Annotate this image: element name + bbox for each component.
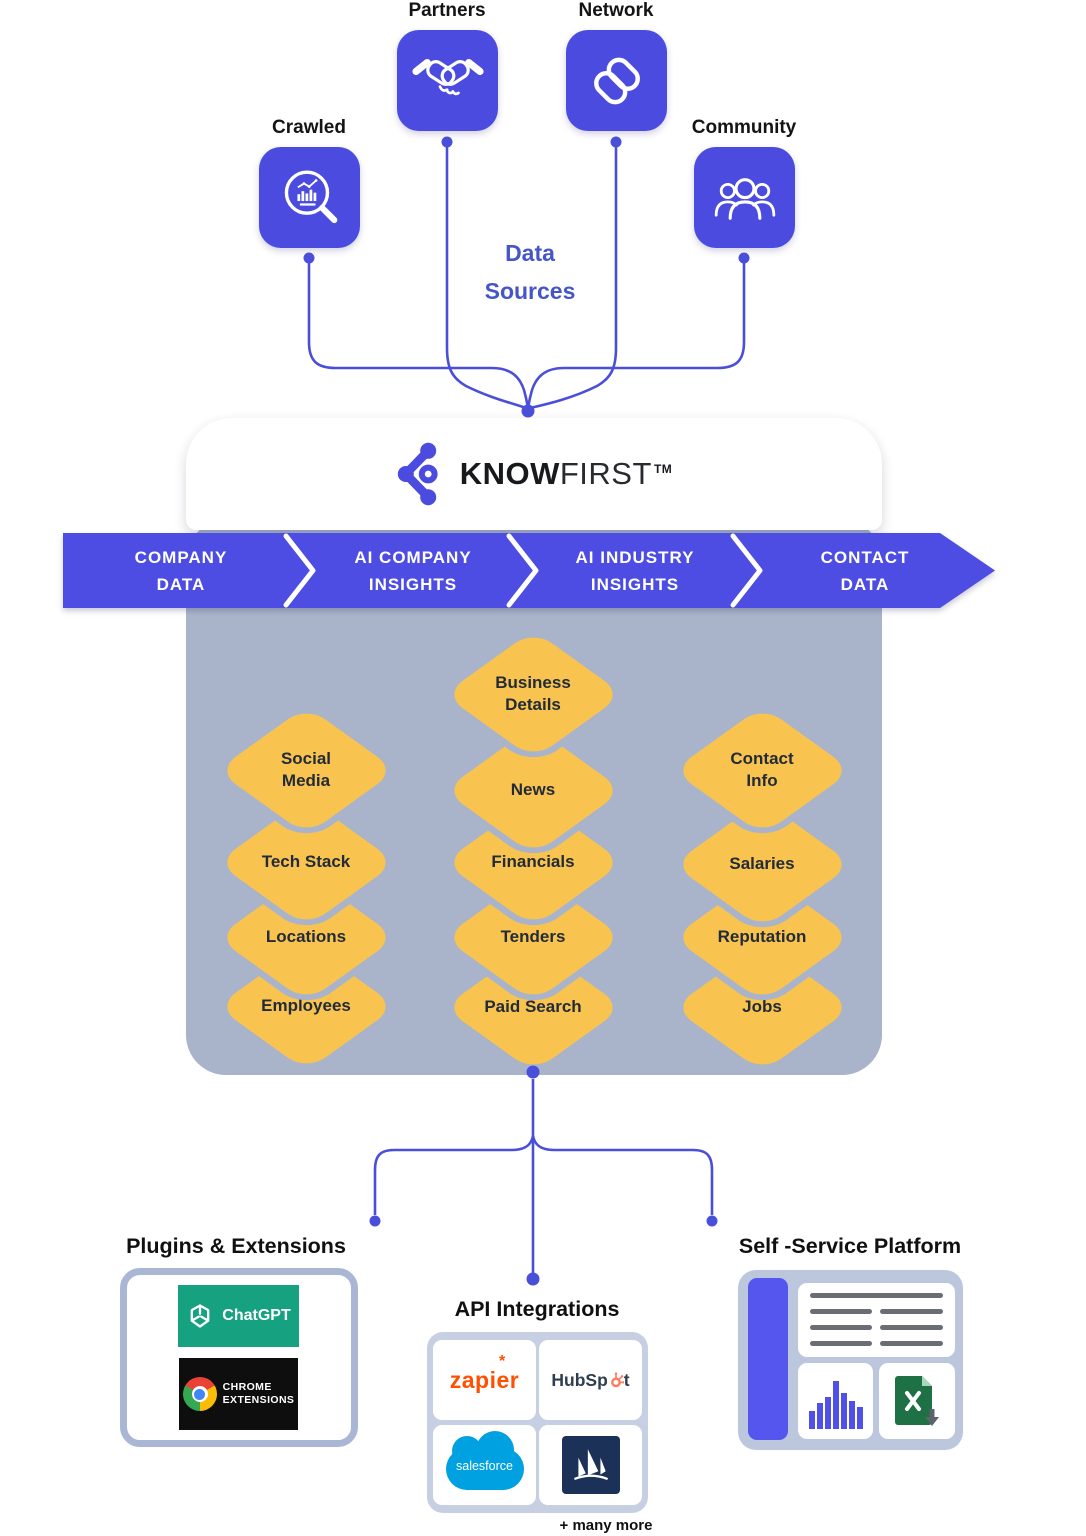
self-service-title: Self -Service Platform <box>738 1234 962 1258</box>
chart-bar <box>856 1407 863 1429</box>
diamond-label: Salaries <box>729 854 795 873</box>
text-line <box>810 1293 943 1298</box>
data-category-diamond: Locations <box>216 872 396 1002</box>
diamond-label: Paid Search <box>484 997 582 1016</box>
diamond-label: Reputation <box>717 927 807 946</box>
chart-bar <box>808 1411 815 1429</box>
chain-link-icon <box>593 57 640 104</box>
salesforce-cloud-icon: salesforce <box>445 1431 524 1490</box>
dashboard-sidebar-bar <box>748 1278 788 1440</box>
text-line <box>880 1325 943 1330</box>
chatgpt-logo: ChatGPT <box>178 1285 299 1347</box>
chart-bar <box>824 1397 831 1429</box>
text-line <box>810 1325 872 1330</box>
data-sources-heading: Data Sources <box>484 240 576 304</box>
api-title: API Integrations <box>454 1297 620 1321</box>
source-tile-partners <box>397 30 498 131</box>
pipeline-banner-shape <box>63 533 995 608</box>
brand-word-bold: KNOW <box>459 456 560 491</box>
chart-bar <box>848 1401 855 1429</box>
chrome-extensions-logo: CHROME EXTENSIONS <box>179 1358 298 1430</box>
text-line <box>810 1309 872 1314</box>
text-line <box>880 1341 943 1346</box>
chatgpt-label: ChatGPT <box>222 1307 291 1324</box>
hubspot-logo-post: t <box>623 1369 630 1390</box>
plugins-title: Plugins & Extensions <box>126 1234 346 1258</box>
text-line <box>880 1309 943 1314</box>
zapier-tile: zapier * <box>433 1340 536 1420</box>
source-label-partners: Partners <box>408 0 486 21</box>
salesforce-label: salesforce <box>456 1459 513 1473</box>
dashboard-text-panel <box>798 1283 955 1357</box>
diamond-label: Tech Stack <box>261 852 351 871</box>
diamond-label: Locations <box>265 927 347 946</box>
diamond-label: Jobs <box>742 997 782 1016</box>
pipeline-segment-contact-data: CONTACT DATA <box>820 548 910 594</box>
data-category-diamond: Social Media <box>216 705 396 835</box>
salesforce-tile: salesforce <box>433 1425 536 1505</box>
knowfirst-logo-icon <box>397 442 440 506</box>
chrome-icon-dot <box>194 1388 206 1400</box>
excel-export-tile <box>879 1363 955 1439</box>
data-category-diamond: Contact Info <box>672 705 852 835</box>
source-label-network: Network <box>578 0 654 21</box>
diamond-label: Contact Info <box>730 749 794 790</box>
self-service-box <box>738 1270 963 1450</box>
data-category-diamond: Jobs <box>672 942 852 1072</box>
data-category-diamond: Reputation <box>672 872 852 1002</box>
chrome-icon <box>182 1377 217 1411</box>
data-category-diamond: Employees <box>216 941 396 1071</box>
diamond-label: Business Details <box>495 673 571 714</box>
excel-file-icon <box>895 1376 939 1426</box>
hubspot-sprocket-icon <box>610 1372 624 1388</box>
dashboard-bar-chart <box>798 1363 873 1439</box>
diamond-label: Employees <box>261 996 351 1015</box>
source-tile-network <box>566 30 667 131</box>
zapier-asterisk-icon: * <box>499 1353 506 1370</box>
data-category-diamond: Business Details <box>443 629 623 759</box>
diamond-label: Social Media <box>280 749 332 790</box>
pipeline-segment-company-data: COMPANY DATA <box>134 548 228 594</box>
data-category-diamond: Salaries <box>672 799 852 929</box>
source-tile-community <box>694 147 795 248</box>
hubspot-tile: HubSp t <box>539 1340 642 1420</box>
zapier-logo: zapier <box>449 1366 520 1393</box>
chart-bar <box>816 1403 823 1429</box>
source-label-community: Community <box>691 117 797 138</box>
magnifier-analytics-icon <box>284 169 337 223</box>
plugins-extensions-box: ChatGPT CHROME EXTENSIONS <box>120 1268 358 1447</box>
diamond-label: News <box>510 780 556 799</box>
chart-bar <box>840 1393 847 1429</box>
source-tile-crawled <box>259 147 360 248</box>
text-line <box>810 1341 872 1346</box>
hubspot-logo-pre: HubSp <box>551 1369 608 1390</box>
diamond-label: Tenders <box>500 927 566 946</box>
api-integrations-box: zapier * HubSp t salesforce <box>427 1332 648 1513</box>
people-group-icon <box>714 177 775 220</box>
pipeline-segment-ai-company-insights: AI COMPANY INSIGHTS <box>354 548 472 594</box>
brand-tm: TM <box>653 461 673 476</box>
salesforce-cloud-bump <box>475 1431 514 1469</box>
data-category-diamond: Financials <box>443 797 623 927</box>
dynamics-tile <box>539 1425 642 1505</box>
handshake-icon <box>411 58 484 95</box>
pipeline-segment-ai-industry-insights: AI INDUSTRY INSIGHTS <box>575 548 695 594</box>
data-category-diamond: Tech Stack <box>216 797 396 927</box>
diamond-label: Financials <box>491 852 575 871</box>
microsoft-dynamics-icon <box>561 1436 620 1494</box>
openai-icon <box>190 1304 210 1328</box>
many-more-label: + many more <box>559 1517 653 1534</box>
chrome-extensions-label: CHROME EXTENSIONS <box>222 1381 295 1406</box>
data-category-diamond: News <box>443 725 623 855</box>
brand-word-light: FIRST <box>559 456 652 491</box>
data-category-diamond: Tenders <box>443 872 623 1002</box>
data-category-diamond: Paid Search <box>443 942 623 1072</box>
source-label-crawled: Crawled <box>272 117 346 138</box>
pipeline-banner <box>63 533 995 608</box>
chart-bar <box>832 1381 839 1429</box>
